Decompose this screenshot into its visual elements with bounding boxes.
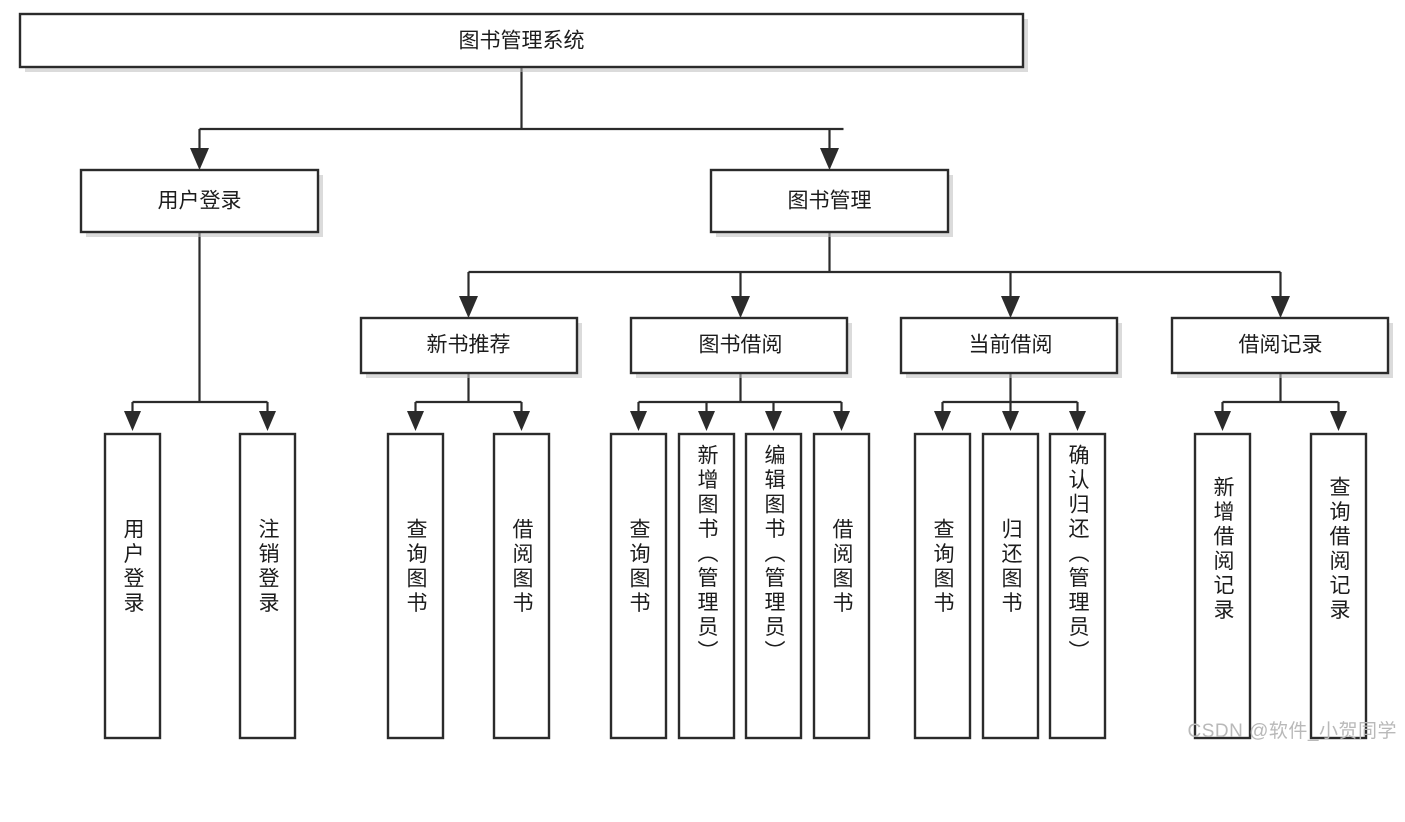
node-user-login[interactable]: 用户登录 <box>79 168 323 237</box>
arrow-icon-new-book-recommend <box>459 296 478 318</box>
node-current-borrow-box[interactable] <box>899 316 1119 375</box>
arrow-icon-leaf-borrow-book-1 <box>513 411 530 431</box>
arrow-icon-book-manage <box>820 148 839 170</box>
node-root-box[interactable] <box>18 12 1025 69</box>
leaf-box-user-login[interactable] <box>103 432 162 740</box>
arrowhead-group <box>124 148 1347 431</box>
leaf-box-group <box>103 432 1368 740</box>
arrow-icon-leaf-query-book-3 <box>934 411 951 431</box>
node-book-borrow-box[interactable] <box>629 316 849 375</box>
arrow-icon-leaf-query-record <box>1330 411 1347 431</box>
watermark-text: CSDN @软件_小贺同学 <box>1187 721 1397 742</box>
leaf-box-return-book[interactable] <box>981 432 1040 740</box>
arrow-icon-leaf-query-book-1 <box>407 411 424 431</box>
node-book-borrow[interactable]: 图书借阅 <box>629 316 852 378</box>
node-current-borrow[interactable]: 当前借阅 <box>899 316 1122 378</box>
leaf-box-borrow-book-1[interactable] <box>492 432 551 740</box>
node-current-borrow-label: 当前借阅 <box>969 334 1053 357</box>
leaf-box-add-book[interactable] <box>677 432 736 740</box>
node-root-label: 图书管理系统 <box>459 30 585 53</box>
leaf-box-add-record[interactable] <box>1193 432 1252 740</box>
arrow-icon-leaf-user-login <box>124 411 141 431</box>
arrow-icon-leaf-edit-book <box>765 411 782 431</box>
leaf-box-logout[interactable] <box>238 432 297 740</box>
node-book-manage[interactable]: 图书管理 <box>709 168 953 237</box>
arrow-icon-leaf-borrow-book-2 <box>833 411 850 431</box>
arrow-icon-leaf-add-book <box>698 411 715 431</box>
node-new-book-recommend-label: 新书推荐 <box>427 334 511 357</box>
node-new-book-recommend[interactable]: 新书推荐 <box>359 316 582 378</box>
node-user-login-label: 用户登录 <box>158 190 242 213</box>
node-borrow-record[interactable]: 借阅记录 <box>1170 316 1393 378</box>
arrow-icon-leaf-add-record <box>1214 411 1231 431</box>
node-borrow-record-label: 借阅记录 <box>1239 334 1323 357</box>
diagram-canvas: 图书管理系统 用户登录 图书管理 新书推荐 图书借阅 当前借阅 <box>18 12 1397 742</box>
tree-diagram-svg: 图书管理系统 用户登录 图书管理 新书推荐 图书借阅 当前借阅 <box>18 12 1393 740</box>
arrow-icon-book-borrow <box>731 296 750 318</box>
arrow-icon-leaf-return-book <box>1002 411 1019 431</box>
arrow-icon-leaf-query-book-2 <box>630 411 647 431</box>
node-book-manage-label: 图书管理 <box>788 190 872 213</box>
leaf-box-confirm-return[interactable] <box>1048 432 1107 740</box>
node-new-book-recommend-box[interactable] <box>359 316 579 375</box>
arrow-icon-leaf-confirm-return <box>1069 411 1086 431</box>
leaf-box-edit-book[interactable] <box>744 432 803 740</box>
node-book-manage-box[interactable] <box>709 168 950 234</box>
node-borrow-record-box[interactable] <box>1170 316 1390 375</box>
arrow-icon-leaf-logout <box>259 411 276 431</box>
arrow-icon-user-login <box>190 148 209 170</box>
leaf-box-query-book-3[interactable] <box>913 432 972 740</box>
node-book-borrow-label: 图书借阅 <box>699 334 783 357</box>
leaf-box-query-book-2[interactable] <box>609 432 668 740</box>
leaf-box-query-record[interactable] <box>1309 432 1368 740</box>
arrow-icon-borrow-record <box>1271 296 1290 318</box>
leaf-box-query-book-1[interactable] <box>386 432 445 740</box>
node-root[interactable]: 图书管理系统 <box>18 12 1028 72</box>
node-user-login-box[interactable] <box>79 168 320 234</box>
leaf-box-borrow-book-2[interactable] <box>812 432 871 740</box>
arrow-icon-current-borrow <box>1001 296 1020 318</box>
